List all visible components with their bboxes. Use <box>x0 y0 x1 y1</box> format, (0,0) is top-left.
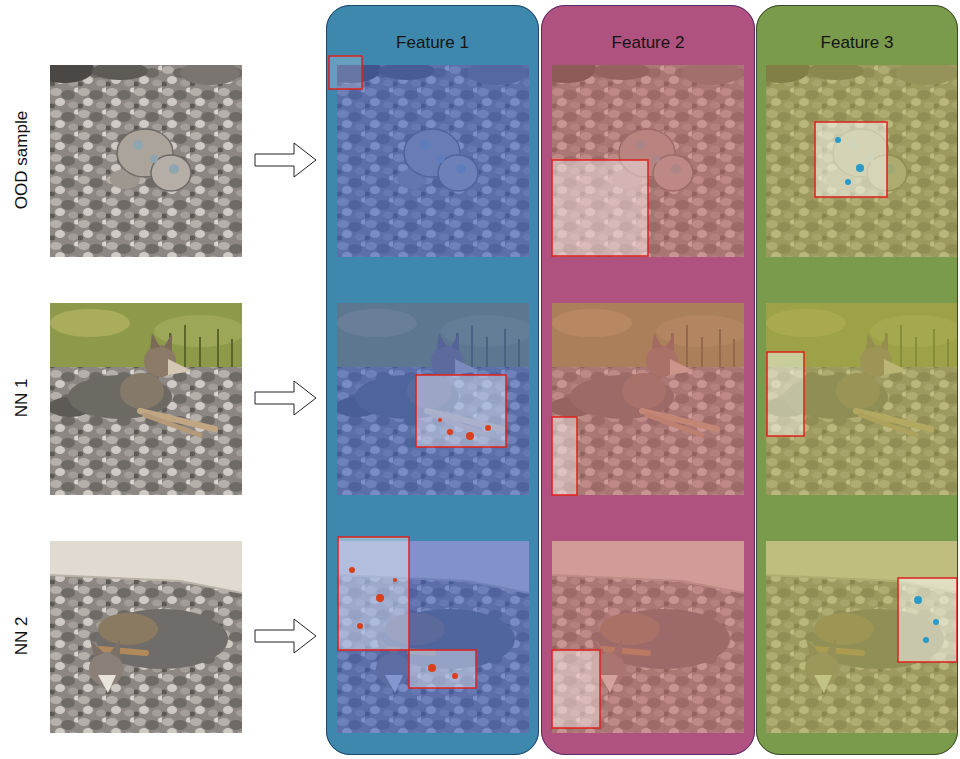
heatmap-image <box>321 55 533 733</box>
hollow-arrow <box>255 143 316 653</box>
heatmap-image <box>536 55 748 733</box>
panel-heading: Feature 3 <box>757 33 957 53</box>
input-photo <box>34 55 242 257</box>
heatmap-image <box>750 55 960 733</box>
panel-fill <box>326 5 539 755</box>
panel-fill <box>756 5 958 755</box>
input-photo <box>48 303 246 495</box>
feature-panel: Feature 2 <box>541 5 755 755</box>
panel-heading: Feature 1 <box>327 33 538 53</box>
feature-panel: Feature 3 <box>756 5 958 755</box>
feature-panel: Feature 1 <box>326 5 539 755</box>
row-label: NN 1 <box>12 379 32 418</box>
row-label: NN 2 <box>12 617 32 656</box>
panel-fill <box>541 5 755 755</box>
input-photo <box>50 541 242 733</box>
row-label: OOD sample <box>12 111 32 209</box>
panel-heading: Feature 2 <box>542 33 754 53</box>
